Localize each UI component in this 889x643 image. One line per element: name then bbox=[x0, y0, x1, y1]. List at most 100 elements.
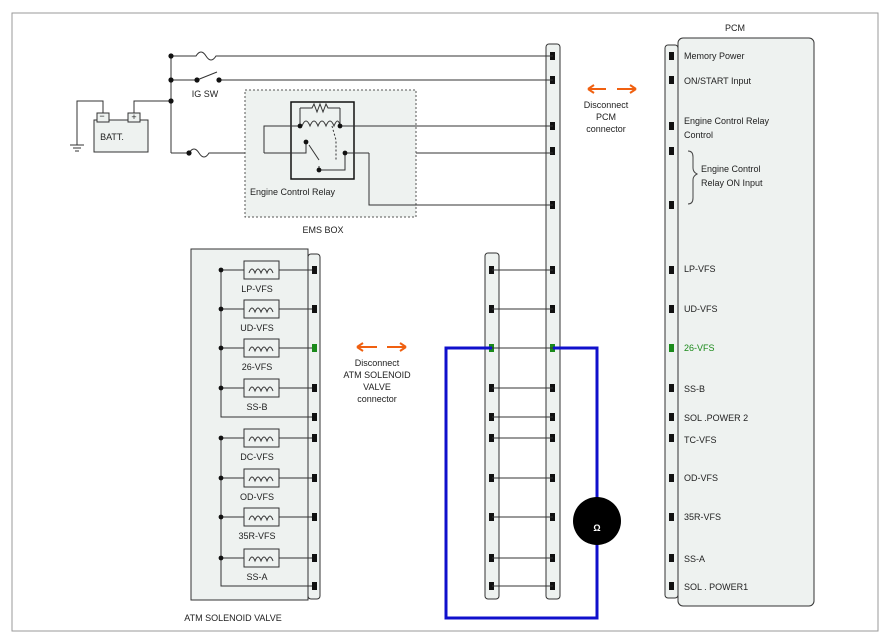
solenoid-power-rail-2 bbox=[220, 438, 314, 587]
solenoid-box-ud-vfs bbox=[243, 299, 280, 319]
solenoid-junction-ud-vfs bbox=[218, 306, 224, 312]
pcm-pin-od-vfs bbox=[669, 474, 674, 482]
pcm-pin-engine-control-relay bbox=[669, 122, 674, 130]
atm-harness-pin-9 bbox=[489, 554, 494, 562]
solenoid-label-dc-vfs: DC-VFS bbox=[240, 452, 274, 462]
harness-pin-relay-upper bbox=[550, 147, 555, 155]
atm-harness-pin-2 bbox=[489, 305, 494, 313]
memory-power-fuse-wire bbox=[171, 51, 553, 61]
atm-solenoid-valve: LP-VFSUD-VFS26-VFSSS-BDC-VFSOD-VFS35R-VF… bbox=[184, 248, 321, 623]
ohmmeter-icon bbox=[573, 497, 621, 545]
battery-pos-sign: + bbox=[131, 112, 136, 122]
pcm-arrow-left-icon bbox=[587, 84, 606, 94]
atm-harness-pin-8 bbox=[489, 513, 494, 521]
ohmmeter-probe: Ω bbox=[444, 346, 621, 620]
engine-control-relay bbox=[263, 101, 553, 206]
atm-harness-pin-1 bbox=[489, 266, 494, 274]
ig-switch-label: IG SW bbox=[192, 89, 219, 99]
pcm-disconnect-line1: Disconnect bbox=[584, 100, 629, 110]
pcm-pin-on-start-input bbox=[669, 76, 674, 84]
atm-harness-pin-5 bbox=[489, 413, 494, 421]
atm-harness-pin-6 bbox=[489, 434, 494, 442]
atm-disconnect-line4: connector bbox=[357, 394, 397, 404]
solenoid-coil-icon-26-vfs bbox=[248, 346, 274, 353]
atm-harness-pin-10 bbox=[489, 582, 494, 590]
pcm-label-memory-power: Memory Power bbox=[684, 51, 745, 61]
solenoid-junction-ss-a bbox=[218, 555, 224, 561]
pcm-pin-ud-vfs bbox=[669, 305, 674, 313]
atm-valve-title: ATM SOLENOID VALVE bbox=[184, 613, 282, 623]
atm-valve-pin-35r-vfs bbox=[312, 513, 317, 521]
solenoid-box-ss-a bbox=[243, 548, 280, 568]
battery-symbol bbox=[93, 119, 149, 153]
relay-box bbox=[290, 101, 355, 180]
pcm-pin-memory-power bbox=[669, 52, 674, 60]
pcm-disconnect-arrows: Disconnect PCM connector bbox=[584, 84, 637, 134]
pcm-label-sol-power-2: SOL .POWER 2 bbox=[684, 413, 748, 423]
solenoid-junction-ss-b bbox=[218, 385, 224, 391]
pcm-title: PCM bbox=[725, 23, 745, 33]
atm-valve-pin-ss-b bbox=[312, 384, 317, 392]
solenoid-junction-od-vfs bbox=[218, 475, 224, 481]
pcm-label-lp-vfs: LP-VFS bbox=[684, 264, 716, 274]
atm-valve-connector bbox=[307, 253, 321, 600]
pcm-label2-relay-on-input: Relay ON Input bbox=[701, 178, 763, 188]
atm-disconnect-line3: VALVE bbox=[363, 382, 391, 392]
atm-harness-connector bbox=[484, 252, 500, 600]
relay-label: Engine Control Relay bbox=[250, 187, 336, 197]
pcm-label-ss-b: SS-B bbox=[684, 384, 705, 394]
pcm-label-engine-control: Engine Control bbox=[701, 164, 761, 174]
ems-box-label: EMS BOX bbox=[302, 225, 343, 235]
pcm-label2-control: Control bbox=[684, 130, 713, 140]
pcm-pin-ss-a bbox=[669, 554, 674, 562]
pcm-label-sol-power1: SOL . POWER1 bbox=[684, 582, 748, 592]
pcm-label-tc-vfs: TC-VFS bbox=[684, 435, 717, 445]
atm-connector-strip bbox=[484, 252, 500, 600]
pcm-pin-tc-vfs bbox=[669, 434, 674, 442]
solenoid-junction-26-vfs bbox=[218, 345, 224, 351]
atm-arrow-left-icon bbox=[356, 342, 377, 352]
pcm-pin-relay-on-upper bbox=[669, 147, 674, 155]
relay-feed-wire bbox=[171, 148, 410, 158]
solenoid-coil-icon-35r-vfs bbox=[248, 515, 274, 522]
pcm-pin-35r-vfs bbox=[669, 513, 674, 521]
relay-dots bbox=[297, 123, 348, 173]
atm-valve-pin-ss-a bbox=[312, 554, 317, 562]
solenoid-label-35r-vfs: 35R-VFS bbox=[238, 531, 275, 541]
relay-on-input-wire bbox=[368, 153, 553, 206]
solenoid-label-ss-a: SS-A bbox=[246, 572, 267, 582]
relay-on-bracket bbox=[687, 150, 699, 205]
pcm-pin-lp-vfs bbox=[669, 266, 674, 274]
solenoid-box-ss-b bbox=[243, 378, 280, 398]
pcm-label-engine-control-relay: Engine Control Relay bbox=[684, 116, 770, 126]
solenoid-label-lp-vfs: LP-VFS bbox=[241, 284, 273, 294]
solenoid-coil-icon-lp-vfs bbox=[248, 268, 274, 275]
solenoid-label-26-vfs: 26-VFS bbox=[242, 362, 273, 372]
atm-disconnect-line1: Disconnect bbox=[355, 358, 400, 368]
pcm-label-ud-vfs: UD-VFS bbox=[684, 304, 718, 314]
probe-wire bbox=[444, 346, 599, 620]
pcm-harness-connector bbox=[545, 43, 561, 600]
pcm-label-26-vfs: 26-VFS bbox=[684, 343, 715, 353]
atm-arrow-right-icon bbox=[387, 342, 407, 352]
battery-label: BATT. bbox=[100, 132, 124, 142]
atm-harness-pin-4 bbox=[489, 384, 494, 392]
solenoid-junction-35r-vfs bbox=[218, 514, 224, 520]
solenoid-coil-icon-ud-vfs bbox=[248, 307, 274, 314]
solenoid-box-lp-vfs bbox=[243, 260, 280, 280]
battery-positive-wire bbox=[133, 100, 171, 113]
relay-contact-arm bbox=[308, 144, 320, 161]
atm-valve-pin-od-vfs bbox=[312, 474, 317, 482]
ig-switch-wire bbox=[171, 71, 553, 81]
pcm-pin-ss-b bbox=[669, 384, 674, 392]
solenoid-label-od-vfs: OD-VFS bbox=[240, 492, 274, 502]
pcm-body bbox=[677, 37, 815, 607]
bridge-wires bbox=[492, 269, 553, 587]
ground-wire bbox=[76, 100, 104, 145]
solenoid-junction-lp-vfs bbox=[218, 267, 224, 273]
solenoid-list: LP-VFSUD-VFS26-VFSSS-BDC-VFSOD-VFS35R-VF… bbox=[218, 260, 317, 590]
atm-valve-pin-26-vfs bbox=[312, 344, 317, 352]
